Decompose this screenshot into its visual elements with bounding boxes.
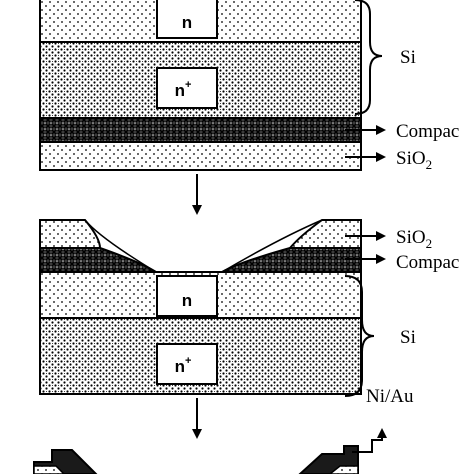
middle-etched-window-edge (84, 219, 323, 273)
top-sio2-label: SiO2 (396, 148, 432, 172)
middle-si-label: Si (400, 327, 416, 348)
middle-niau-label: Ni/Au (366, 386, 414, 407)
bottom-niau-lead (352, 428, 387, 453)
middle-stack: n n+ SiO2 Compac Si Ni/Au (39, 219, 459, 407)
top-si-brace (354, 0, 383, 115)
top-n-label: n (182, 13, 192, 32)
top-n-box (156, 0, 218, 39)
bottom-layer-right (328, 465, 359, 474)
top-n-plus-label: n+ (175, 79, 192, 100)
top-stack: n n+ Si Compac SiO2 (39, 0, 459, 172)
top-compact-label: Compac (396, 121, 459, 142)
bottom-stack (33, 428, 387, 474)
top-n-plus-box (156, 67, 218, 109)
middle-compact-label: Compac (396, 252, 459, 273)
middle-n-plus-box (156, 343, 218, 385)
middle-sio2-label: SiO2 (396, 227, 432, 251)
middle-compact-layer (39, 247, 362, 273)
top-compact-layer (39, 117, 362, 143)
middle-n-box (156, 275, 218, 317)
bottom-layer-left (33, 465, 66, 474)
top-si-label: Si (400, 47, 416, 68)
top-sio2-layer (39, 141, 362, 171)
middle-n-plus-label: n+ (175, 355, 192, 376)
middle-si-brace (344, 275, 375, 397)
middle-n-label: n (182, 291, 192, 310)
